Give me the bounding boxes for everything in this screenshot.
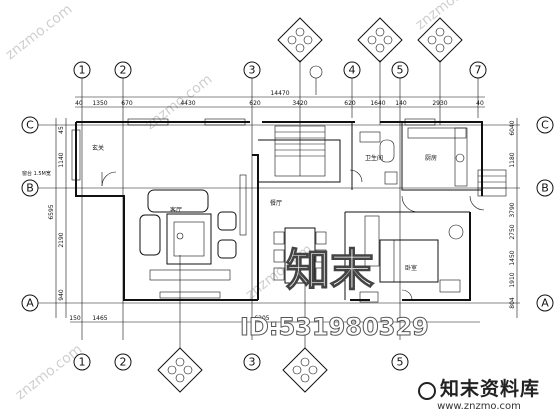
- dimension-label: 670: [121, 100, 133, 107]
- diagonal-watermark: znzmo.com: [3, 1, 76, 63]
- elevation-marker-top-left: [277, 17, 323, 125]
- dimension-label: 1350: [92, 100, 107, 107]
- door-swings: [101, 169, 485, 301]
- brand-name-row: 知末资料库: [404, 374, 554, 401]
- left-axis-markers: C B A: [21, 116, 520, 312]
- brand-name: 知末资料库: [439, 378, 540, 400]
- dimension-label: 940: [58, 289, 65, 301]
- room-label: 厨房: [425, 154, 437, 162]
- dimension-label: 6205: [254, 315, 269, 322]
- room-label: 卧室: [405, 264, 417, 272]
- dimension-total: 6595: [48, 204, 55, 219]
- axis-label: A: [541, 297, 549, 310]
- axis-label: 3: [249, 356, 256, 369]
- dimension-label: 40: [476, 100, 484, 107]
- staircase: [274, 125, 507, 197]
- right-axis-markers: C B A: [536, 116, 554, 312]
- exterior-walls: [75, 121, 483, 301]
- axis-label: B: [26, 182, 34, 195]
- dimension-label: 620: [344, 100, 356, 107]
- bedroom-furniture: [359, 239, 461, 303]
- elevation-marker-top-right: [417, 17, 463, 125]
- dimension-label: 620: [249, 100, 261, 107]
- dimension-label: 3790: [509, 202, 516, 217]
- diagonal-watermark: znzmo.com: [13, 341, 86, 403]
- dimension-label: 1465: [92, 315, 107, 322]
- axis-label: 2: [120, 64, 127, 77]
- room-labels: 玄关 客厅 餐厅 厨房 卫生间 卧室 窗台 1.5M宽: [22, 144, 437, 272]
- axis-label: C: [26, 119, 34, 132]
- dimension-label: 140: [395, 100, 407, 107]
- living-room-furniture: [139, 189, 237, 299]
- dimension-label: 1180: [509, 152, 516, 167]
- axis-label: 1: [79, 356, 86, 369]
- bottom-axis-markers: 1 2 3 5: [73, 353, 409, 371]
- room-label: 客厅: [170, 206, 182, 214]
- dimension-label: 2190: [58, 232, 65, 247]
- dimension-label: 804: [509, 297, 516, 309]
- dimension-label: 40: [75, 100, 83, 107]
- elevation-marker-bottom-right: [282, 285, 328, 393]
- watermark-id: ID:531980329: [240, 313, 429, 341]
- right-dimension-line: 6040 1180 3790 2750 1450 1910 804: [509, 118, 518, 318]
- axis-label: 3: [249, 64, 256, 77]
- watermark-logo: 知末: [286, 245, 374, 296]
- axis-label: C: [541, 119, 549, 132]
- bottom-dimension-line: 150 1465 6205: [69, 315, 480, 323]
- axis-label: 1: [79, 64, 86, 77]
- axis-label: 5: [397, 64, 404, 77]
- dimension-label: 150: [69, 315, 81, 322]
- axis-label: 5: [397, 356, 404, 369]
- kitchen-bath-fixtures: [359, 127, 468, 240]
- dimension-label: 45: [58, 126, 65, 134]
- dimension-label: 4430: [180, 100, 195, 107]
- dimension-label: 1640: [370, 100, 385, 107]
- axis-label: 7: [475, 64, 482, 77]
- axis-label: 4: [349, 64, 356, 77]
- diagonal-watermark: znzmo.com: [413, 0, 486, 33]
- diagonal-watermarks: znzmo.com znzmo.com znzmo.com znzmo.com …: [3, 0, 486, 403]
- dimension-total: 14470: [270, 90, 289, 97]
- dimension-label: 6040: [509, 120, 516, 135]
- room-label: 窗台 1.5M宽: [22, 170, 51, 177]
- diagonal-watermark: znzmo.com: [143, 71, 216, 133]
- dining-furniture: [273, 215, 380, 284]
- elevation-marker-top-middle: [357, 17, 403, 125]
- brand-badge: 知末资料库 www.znzmo.com: [404, 374, 554, 412]
- axis-label: A: [26, 297, 34, 310]
- dimension-label: 1450: [509, 250, 516, 265]
- brand-url: www.znzmo.com: [437, 401, 521, 412]
- room-label: 卫生间: [365, 154, 383, 162]
- room-label: 餐厅: [270, 199, 282, 207]
- section-marker: [309, 65, 323, 79]
- brand-logo-icon: [417, 381, 436, 400]
- elevation-markers: [157, 17, 463, 393]
- dimension-label: 1140: [58, 152, 65, 167]
- axis-label: 2: [120, 356, 127, 369]
- dimension-label: 1910: [509, 272, 516, 287]
- dimension-label: 2750: [509, 224, 516, 239]
- elevation-marker-bottom-left: [157, 255, 203, 393]
- axis-label: B: [541, 182, 549, 195]
- room-label: 玄关: [92, 144, 104, 152]
- watermark-overlay: 知末 ID:531980329: [240, 244, 430, 341]
- windows: [71, 118, 436, 236]
- top-dimension-line: 14470 40 1350 670 4430 620 3420 620 1640…: [75, 90, 485, 108]
- left-dimension-line: 6595 45 2190 1140 940: [48, 118, 67, 318]
